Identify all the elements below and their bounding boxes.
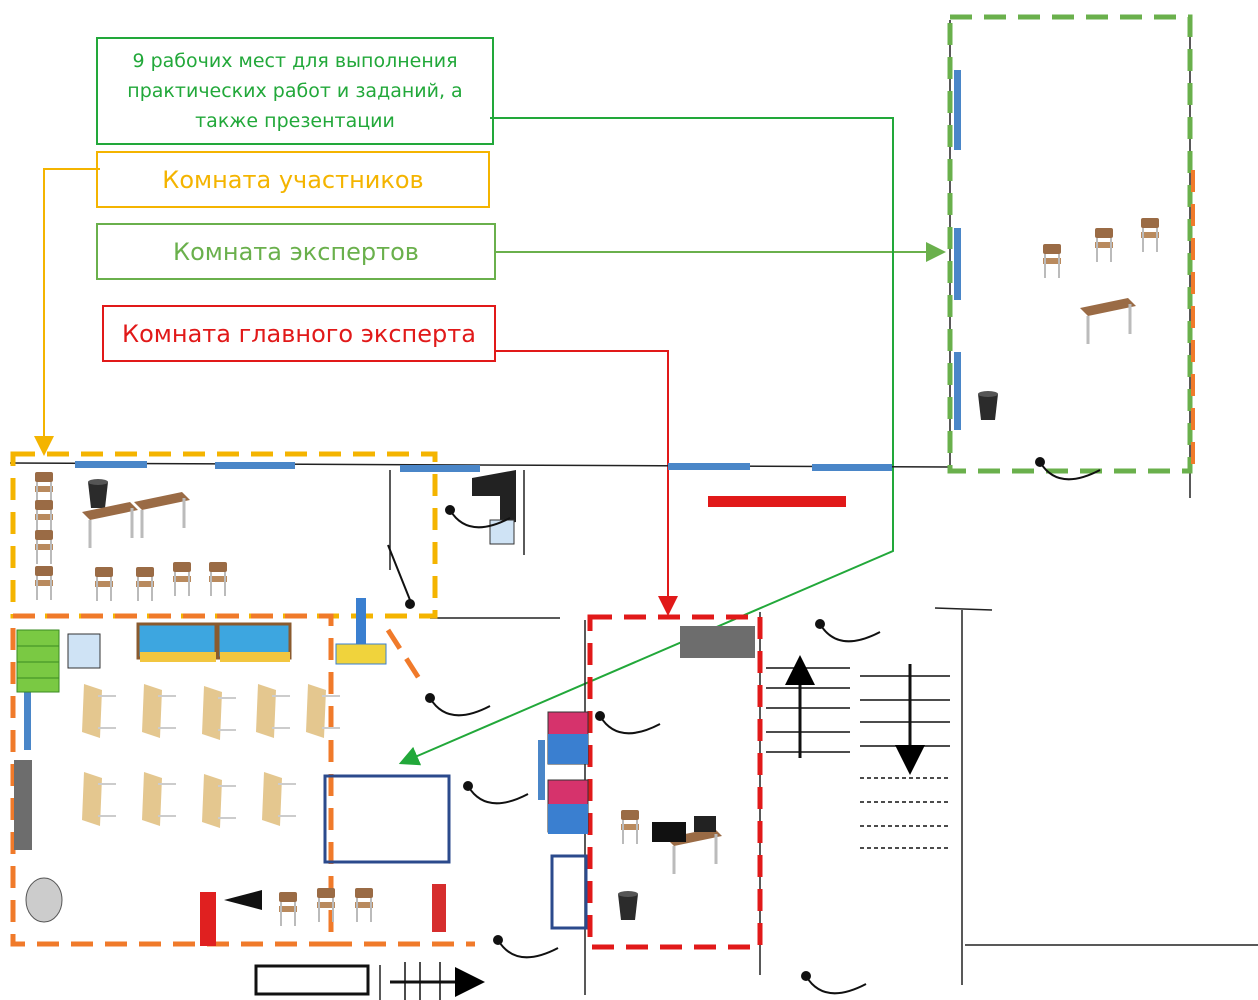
participants-room-label-text: Комната участников [162, 165, 424, 194]
experts-room-furniture [978, 217, 1160, 481]
trash-bin-icon [978, 391, 998, 420]
arrow-chief-expert [496, 350, 678, 616]
bottom-rect [254, 964, 370, 996]
stairs [390, 655, 950, 1000]
workshop-furniture [14, 598, 529, 946]
chief-expert-room-zone [587, 614, 763, 950]
workplaces-label-text: 9 рабочих мест для выполнения практическ… [127, 50, 463, 132]
arrow-workplaces [398, 117, 894, 766]
laptop-icon [694, 816, 716, 832]
trash-bin-icon [88, 479, 108, 508]
sink-area [387, 470, 516, 609]
printer-icon [652, 822, 686, 842]
projector-screen-icon [323, 774, 451, 864]
participants-room-label: Комната участников [96, 151, 490, 208]
chief-expert-room-furniture [547, 626, 755, 930]
arrow-participants [34, 168, 100, 456]
fire-extinguisher-icon [200, 892, 216, 946]
sink-icon [489, 519, 515, 545]
walls [9, 20, 1258, 1000]
workplaces-label: 9 рабочих мест для выполнения практическ… [96, 37, 494, 145]
experts-room-label: Комната экспертов [96, 223, 496, 280]
connectors [34, 117, 946, 766]
workshop-zone [10, 613, 334, 947]
trash-bin-icon [618, 891, 638, 920]
fire-extinguisher-icon [432, 884, 446, 932]
windows [24, 70, 961, 800]
chief-expert-room-label-text: Комната главного эксперта [122, 319, 476, 348]
participants-room-furniture [34, 471, 228, 602]
door-swing-icon [1034, 456, 1101, 481]
experts-room-label-text: Комната экспертов [173, 237, 419, 266]
red-marker-bar [708, 496, 846, 507]
chief-expert-room-label: Комната главного эксперта [102, 305, 496, 362]
sink-icon [67, 633, 101, 669]
experts-room-zone [947, 14, 1193, 474]
cabinet-icon [16, 629, 60, 693]
zones [10, 14, 1195, 950]
